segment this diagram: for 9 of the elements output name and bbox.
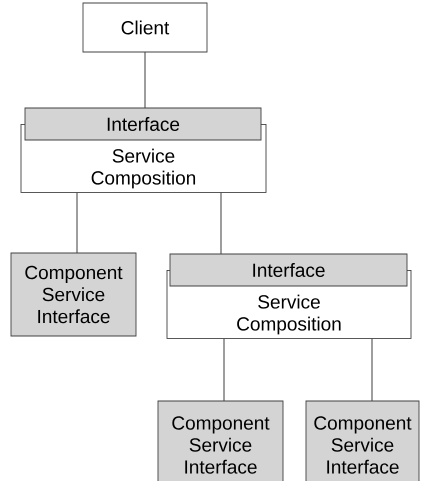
client-box: Client [82,2,208,52]
component-box: Component Service Interface [158,400,284,481]
connector-line [76,192,78,253]
component-box: Component Service Interface [10,252,136,336]
connector-line [220,192,222,254]
interface-band: Interface [170,254,408,286]
component-box: Component Service Interface [306,400,420,481]
interface-band: Interface [24,108,262,140]
connector-line [144,52,146,108]
